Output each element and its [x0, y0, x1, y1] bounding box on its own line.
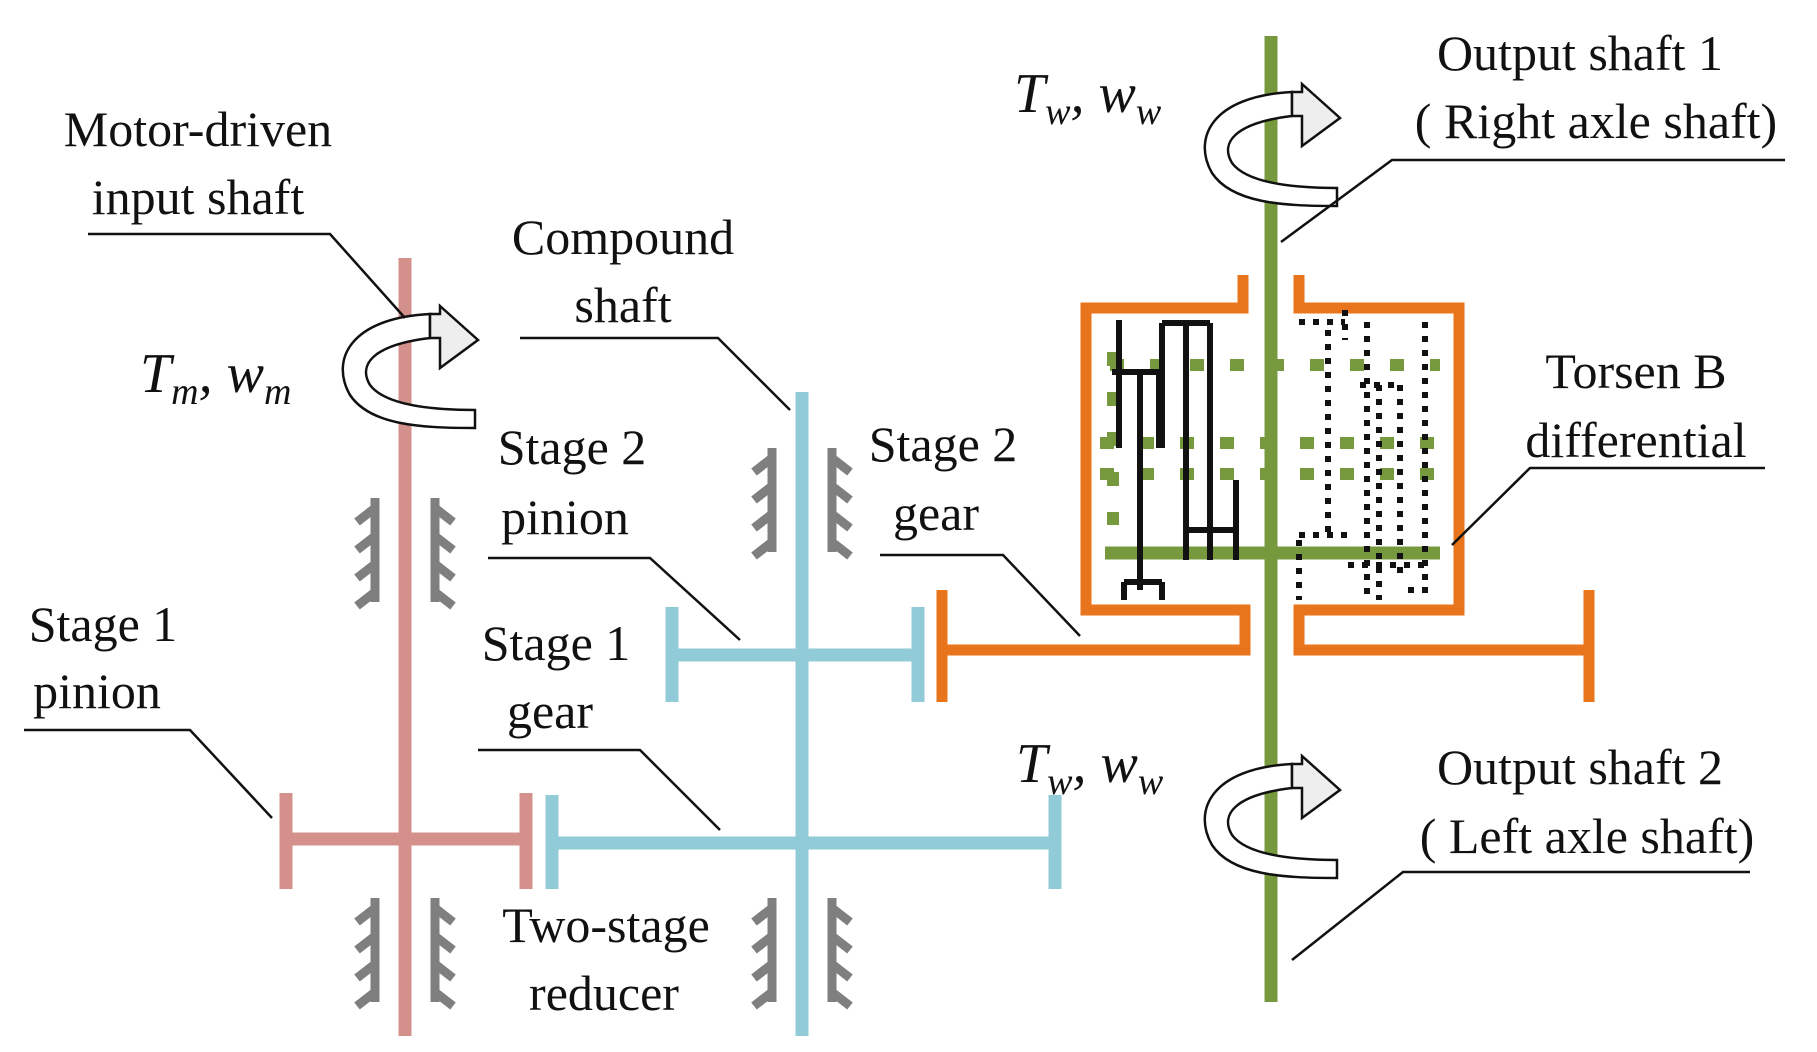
label-motor-input-line2: input shaft [92, 169, 305, 225]
label-output1-line1: Output shaft 1 [1437, 25, 1723, 81]
torque-speed-symbols: Tm, wm Tw, ww Tw, ww [140, 63, 1164, 803]
label-output2-line2: ( Left axle shaft) [1420, 808, 1755, 864]
leader-stage1-gear [478, 748, 721, 831]
label-output1-line2: ( Right axle shaft) [1415, 93, 1777, 149]
bearings [354, 448, 853, 1010]
output1-rotation-arrow [1203, 81, 1342, 208]
bearing-input-lower [354, 898, 456, 1010]
bearing-input-upper [354, 498, 456, 610]
label-stage2-pinion-line1: Stage 2 [498, 419, 647, 475]
label-output2-line1: Output shaft 2 [1437, 739, 1723, 795]
compound-shaft-assembly [545, 392, 1062, 1036]
case-right-half [1293, 275, 1589, 656]
input-shaft-assembly [279, 258, 533, 1036]
leader-output2 [1291, 870, 1750, 961]
leader-stage2-gear [880, 553, 1081, 637]
leader-lines [24, 158, 1785, 961]
leader-stage2-pinion [488, 556, 741, 641]
label-compound-line1: Compound [512, 209, 734, 265]
text-labels: Motor-driven input shaft Compound shaft … [29, 25, 1778, 1021]
label-stage2-pinion-line2: pinion [501, 489, 629, 545]
label-compound-line2: shaft [574, 277, 671, 333]
leader-torsen [1451, 466, 1765, 546]
bearing-compound-lower [751, 898, 853, 1010]
case-left-half [942, 275, 1251, 656]
leader-output1 [1280, 158, 1785, 244]
label-stage2-gear-line2: gear [893, 485, 979, 541]
leader-stage1-pinion [24, 728, 273, 819]
leader-motor-input [88, 232, 406, 319]
symbol-wheel-bottom: Tw, ww [1016, 733, 1164, 803]
label-stage2-gear-line1: Stage 2 [869, 416, 1018, 472]
label-torsen-line2: differential [1525, 412, 1746, 468]
motor-rotation-arrow [341, 303, 480, 430]
label-two-stage-line1: Two-stage [502, 897, 710, 953]
symbol-motor: Tm, wm [140, 343, 291, 413]
output2-rotation-arrow [1203, 753, 1342, 880]
leader-compound [520, 336, 791, 411]
torsen-internal-gears [1112, 310, 1428, 600]
label-two-stage-line2: reducer [529, 965, 679, 1021]
label-stage1-pinion-line1: Stage 1 [29, 596, 178, 652]
label-stage1-gear-line1: Stage 1 [482, 615, 631, 671]
label-stage1-gear-line2: gear [507, 683, 593, 739]
label-stage1-pinion-line2: pinion [33, 663, 161, 719]
differential-case [936, 275, 1595, 702]
symbol-wheel-top: Tw, ww [1014, 63, 1162, 133]
label-motor-input-line1: Motor-driven [64, 101, 332, 157]
label-torsen-line1: Torsen B [1545, 343, 1726, 399]
bearing-compound-upper [751, 448, 853, 560]
